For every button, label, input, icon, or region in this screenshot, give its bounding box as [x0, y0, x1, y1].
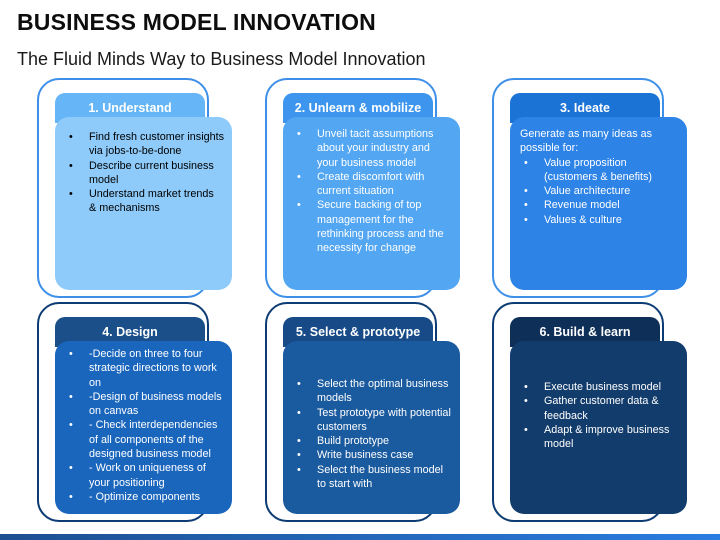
bottom-accent-bar [0, 534, 720, 540]
step-panel: Find fresh customer insights via jobs-to… [55, 117, 232, 290]
step-panel: Generate as many ideas as possible for: … [510, 117, 687, 290]
page-subtitle: The Fluid Minds Way to Business Model In… [17, 49, 426, 69]
step-card-build-learn: 6. Build & learn Execute business model … [492, 302, 687, 522]
list-item: Understand market trends & mechanisms [65, 187, 224, 216]
list-item: Value architecture [520, 184, 679, 199]
list-item: Revenue model [520, 198, 679, 213]
list-item: - Work on uniqueness of your positioning [65, 461, 224, 490]
list-item: Secure backing of top management for the… [293, 198, 452, 255]
step-panel: Execute business model Gather customer d… [510, 341, 687, 514]
step-card-select-prototype: 5. Select & prototype Select the optimal… [265, 302, 460, 522]
list-item: Values & culture [520, 213, 679, 228]
step-card-unlearn-mobilize: 2. Unlearn & mobilize Unveil tacit assum… [265, 78, 460, 298]
step-panel: -Decide on three to four strategic direc… [55, 341, 232, 514]
bullet-list: Value proposition (customers & benefits)… [520, 156, 679, 228]
step-panel: Select the optimal business models Test … [283, 341, 460, 514]
step-card-understand: 1. Understand Find fresh customer insigh… [37, 78, 232, 298]
bullet-list: -Decide on three to four strategic direc… [65, 347, 224, 505]
bullet-list: Select the optimal business models Test … [293, 377, 452, 491]
list-item: Execute business model [520, 380, 679, 395]
list-item: Unveil tacit assumptions about your indu… [293, 127, 452, 170]
list-item: -Decide on three to four strategic direc… [65, 347, 224, 390]
step-card-ideate: 3. Ideate Generate as many ideas as poss… [492, 78, 687, 298]
step-intro: Generate as many ideas as possible for: [520, 128, 653, 155]
list-item: Create discomfort with current situation [293, 170, 452, 199]
list-item: Build prototype [293, 434, 452, 449]
page-title: BUSINESS MODEL INNOVATION [17, 9, 376, 35]
list-item: Adapt & improve business model [520, 423, 679, 452]
list-item: Value proposition (customers & benefits) [520, 156, 679, 185]
bullet-list: Find fresh customer insights via jobs-to… [65, 130, 224, 216]
list-item: Find fresh customer insights via jobs-to… [65, 130, 224, 159]
list-item: Test prototype with potential customers [293, 406, 452, 435]
step-card-design: 4. Design -Decide on three to four strat… [37, 302, 232, 522]
list-item: Describe current business model [65, 159, 224, 188]
list-item: Select the optimal business models [293, 377, 452, 406]
list-item: Select the business model to start with [293, 463, 452, 492]
list-item: - Optimize components [65, 490, 224, 505]
bullet-list: Unveil tacit assumptions about your indu… [293, 127, 452, 256]
list-item: - Check interdependencies of all compone… [65, 418, 224, 461]
list-item: -Design of business models on canvas [65, 390, 224, 419]
bullet-list: Execute business model Gather customer d… [520, 380, 679, 451]
step-panel: Unveil tacit assumptions about your indu… [283, 117, 460, 290]
list-item: Gather customer data & feedback [520, 394, 679, 423]
list-item: Write business case [293, 448, 452, 463]
